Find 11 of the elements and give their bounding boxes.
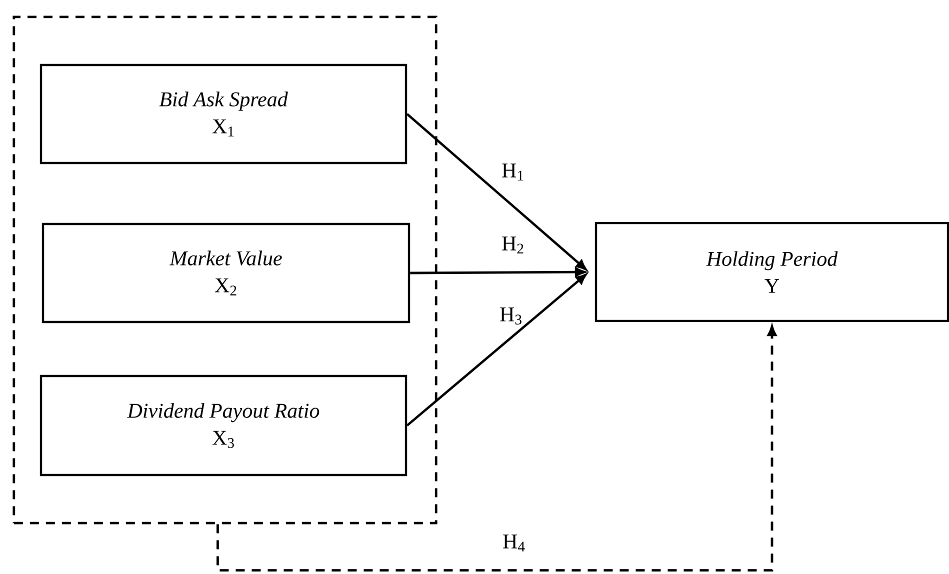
arrow	[406, 274, 586, 426]
edge-label: H$_{2}$	[500, 236, 526, 254]
edge-label: H$_{4}$	[502, 534, 527, 552]
variable-box: Dividend Payout Ratio X$_{3}$	[40, 374, 408, 476]
arrow	[406, 113, 587, 270]
edge-label: H$_{3}$	[498, 306, 524, 326]
group-box	[12, 16, 438, 524]
variable-box: Bid Ask Spread X$_{1}$	[40, 64, 408, 164]
variable-box: Holding Period Y	[594, 222, 949, 322]
edge-label: H$_{1}$	[500, 162, 526, 182]
variable-box: Market Value X$_{2}$	[42, 222, 410, 324]
